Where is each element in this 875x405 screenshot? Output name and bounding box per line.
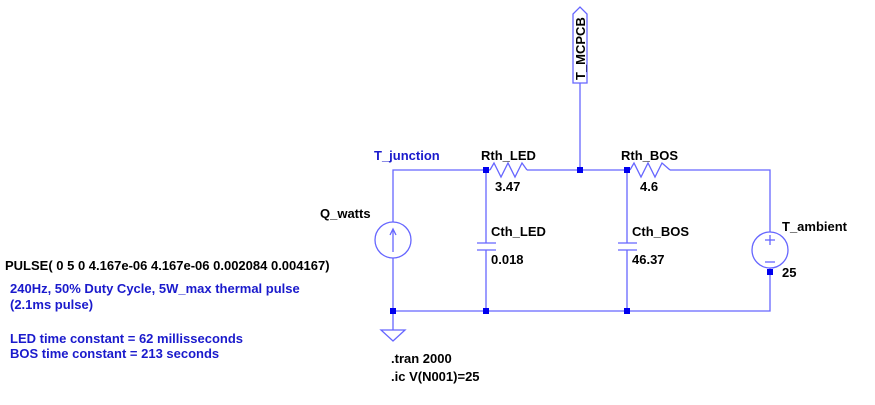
t-ambient-value: 25 — [782, 265, 796, 280]
q-watts-value: PULSE( 0 5 0 4.167e-06 4.167e-06 0.00208… — [5, 258, 330, 273]
junction-dots — [390, 167, 773, 314]
current-source-q-watts[interactable]: Q_watts PULSE( 0 5 0 4.167e-06 4.167e-06… — [5, 206, 412, 273]
rth-bos-name: Rth_BOS — [621, 148, 678, 163]
resistor-rth-led[interactable]: Rth_LED 3.47 — [481, 148, 536, 194]
comment-line: 240Hz, 50% Duty Cycle, 5W_max thermal pu… — [10, 281, 300, 296]
ic-directive[interactable]: .ic V(N001)=25 — [391, 369, 480, 384]
ground-icon — [379, 329, 407, 342]
net-label-t-junction: T_junction — [374, 148, 440, 163]
tran-directive[interactable]: .tran 2000 — [391, 351, 452, 366]
t-ambient-name: T_ambient — [782, 219, 848, 234]
cth-bos-value: 46.37 — [632, 252, 665, 267]
comment-block: 240Hz, 50% Duty Cycle, 5W_max thermal pu… — [10, 281, 300, 361]
capacitor-cth-bos[interactable]: Cth_BOS 46.37 — [618, 224, 689, 267]
comment-line: BOS time constant = 213 seconds — [10, 346, 219, 361]
wires — [392, 83, 771, 330]
cth-led-name: Cth_LED — [491, 224, 546, 239]
q-watts-name: Q_watts — [320, 206, 371, 221]
rth-bos-value: 4.6 — [640, 179, 658, 194]
capacitor-cth-led[interactable]: Cth_LED 0.018 — [477, 224, 546, 267]
voltage-source-t-ambient[interactable]: T_ambient 25 — [751, 219, 848, 280]
comment-line: (2.1ms pulse) — [10, 297, 93, 312]
rth-led-value: 3.47 — [495, 179, 520, 194]
resistor-rth-bos[interactable]: Rth_BOS 4.6 — [621, 148, 678, 194]
net-label-t-mcpcb: T_MCPCB — [573, 17, 588, 80]
cth-led-value: 0.018 — [491, 252, 524, 267]
cth-bos-name: Cth_BOS — [632, 224, 689, 239]
spice-directives[interactable]: .tran 2000 .ic V(N001)=25 — [391, 351, 480, 384]
comment-line: LED time constant = 62 millisseconds — [10, 331, 243, 346]
rth-led-name: Rth_LED — [481, 148, 536, 163]
net-flag-t-mcpcb[interactable]: T_MCPCB — [572, 6, 588, 84]
